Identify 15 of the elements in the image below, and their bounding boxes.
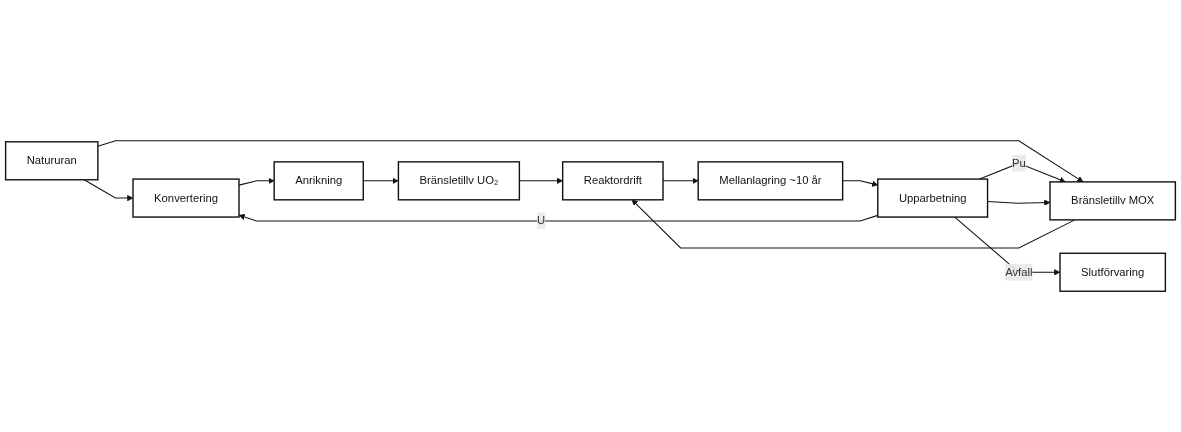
node-box: Konvertering: [132, 178, 240, 218]
edge-label: U: [536, 214, 546, 227]
node-box: Reaktordrift: [561, 161, 664, 201]
edge-label: Avfall: [1005, 265, 1033, 278]
edge-label: Pu: [1011, 156, 1026, 169]
node-box: Bränsletillv UO₂: [397, 161, 521, 201]
node-box: Natururan: [4, 141, 99, 181]
arrow: [631, 199, 1076, 249]
node-box: Anrikning: [273, 161, 364, 201]
node-box: Upparbetning: [877, 178, 989, 218]
arrow: [987, 199, 1051, 206]
node-box: Mellanlagring ~10 år: [697, 161, 844, 201]
node-box: Bränsletillv MOX: [1049, 181, 1177, 221]
node-box: Slutförvaring: [1059, 252, 1167, 292]
arrow: [83, 179, 134, 202]
